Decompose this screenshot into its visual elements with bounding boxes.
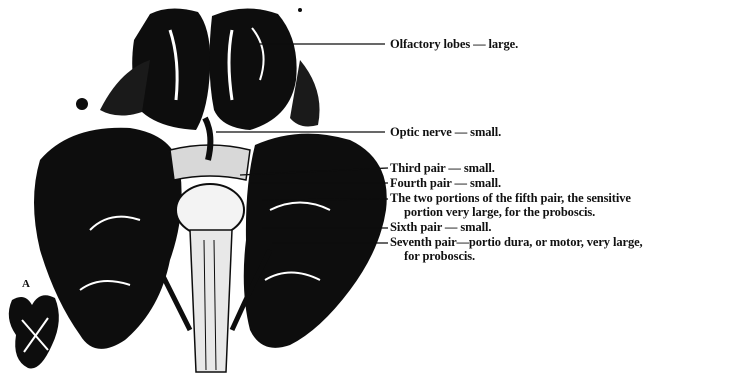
label-seventh-pair-line1: Seventh pair—portio dura, or motor, very…: [390, 236, 643, 249]
inset-figure: [9, 295, 59, 368]
label-sixth-pair: Sixth pair — small.: [390, 221, 491, 234]
label-seventh-pair-line2: for proboscis.: [404, 250, 475, 263]
inset-letter-a: A: [22, 278, 30, 290]
label-optic-nerve: Optic nerve — small.: [390, 126, 501, 139]
right-hemisphere: [244, 134, 387, 348]
label-fourth-pair: Fourth pair — small.: [390, 177, 501, 190]
olfactory-lobes: [100, 8, 320, 130]
label-third-pair: Third pair — small.: [390, 162, 495, 175]
label-fifth-pair-line1: The two portions of the fifth pair, the …: [390, 192, 631, 205]
label-fifth-pair-line2: portion very large, for the proboscis.: [404, 206, 595, 219]
label-olfactory-lobes: Olfactory lobes — large.: [390, 38, 518, 51]
